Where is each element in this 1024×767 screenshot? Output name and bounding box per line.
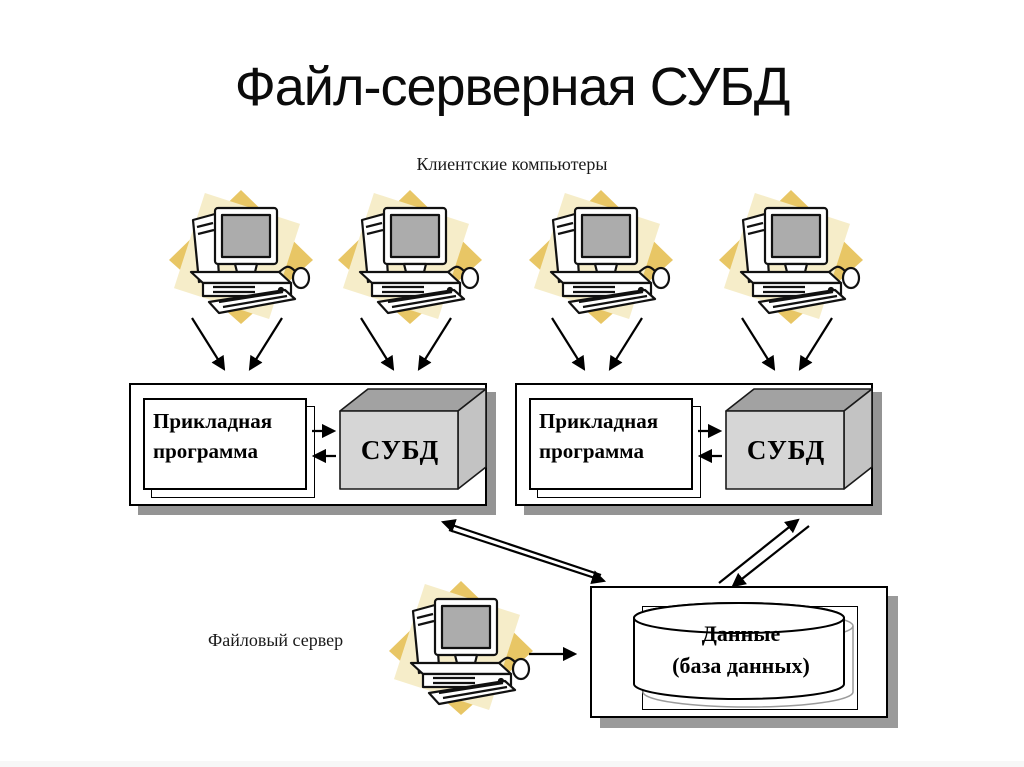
clients-caption: Клиентские компьютеры [416,154,608,174]
dbms-cube [339,388,487,490]
client-node-1: Прикладная программа СУБД [129,383,487,506]
cylinder-main [633,602,845,700]
app-program-box: Прикладная программа [143,398,307,490]
client-computer-icon-2 [338,190,482,324]
app-program-label: Прикладная программа [539,409,659,463]
cube-front-face [725,410,845,490]
file-server-caption: Файловый сервер [208,630,344,650]
data-to-node2-arrow [718,518,800,584]
cube-front-face [339,410,459,490]
app-program-box: Прикладная программа [529,398,693,490]
file-server-computer-icon [389,581,533,715]
desktop-computer-art [739,206,861,315]
desktop-computer-art [189,206,311,315]
database-cylinder-icon [633,602,854,708]
desktop-computer-art [409,597,531,706]
data-store-label-line2: (база данных) [672,653,810,678]
node2-to-data-arrow [731,525,810,588]
client-node-2: Прикладная программа СУБД [515,383,873,506]
dbms-label: СУБД [360,434,440,465]
data-store-box: Данные (база данных) [590,586,888,718]
client-computer-icon-4 [719,190,863,324]
dbms-cube [725,388,873,490]
dbms-label: СУБД [746,434,826,465]
client-computer-icon-1 [169,190,313,324]
desktop-computer-art [549,206,671,315]
data-store-label: Данные (база данных) [628,618,854,682]
bottom-edge-strip [0,761,1024,767]
slide-title: Файл-серверная СУБД [234,57,791,117]
desktop-computer-art [358,206,480,315]
data-to-node1-arrow [440,519,602,577]
data-store-label-line1: Данные [701,621,781,646]
client-computer-icon-3 [529,190,673,324]
app-program-label: Прикладная программа [153,409,273,463]
node1-to-data-arrow [448,528,607,584]
